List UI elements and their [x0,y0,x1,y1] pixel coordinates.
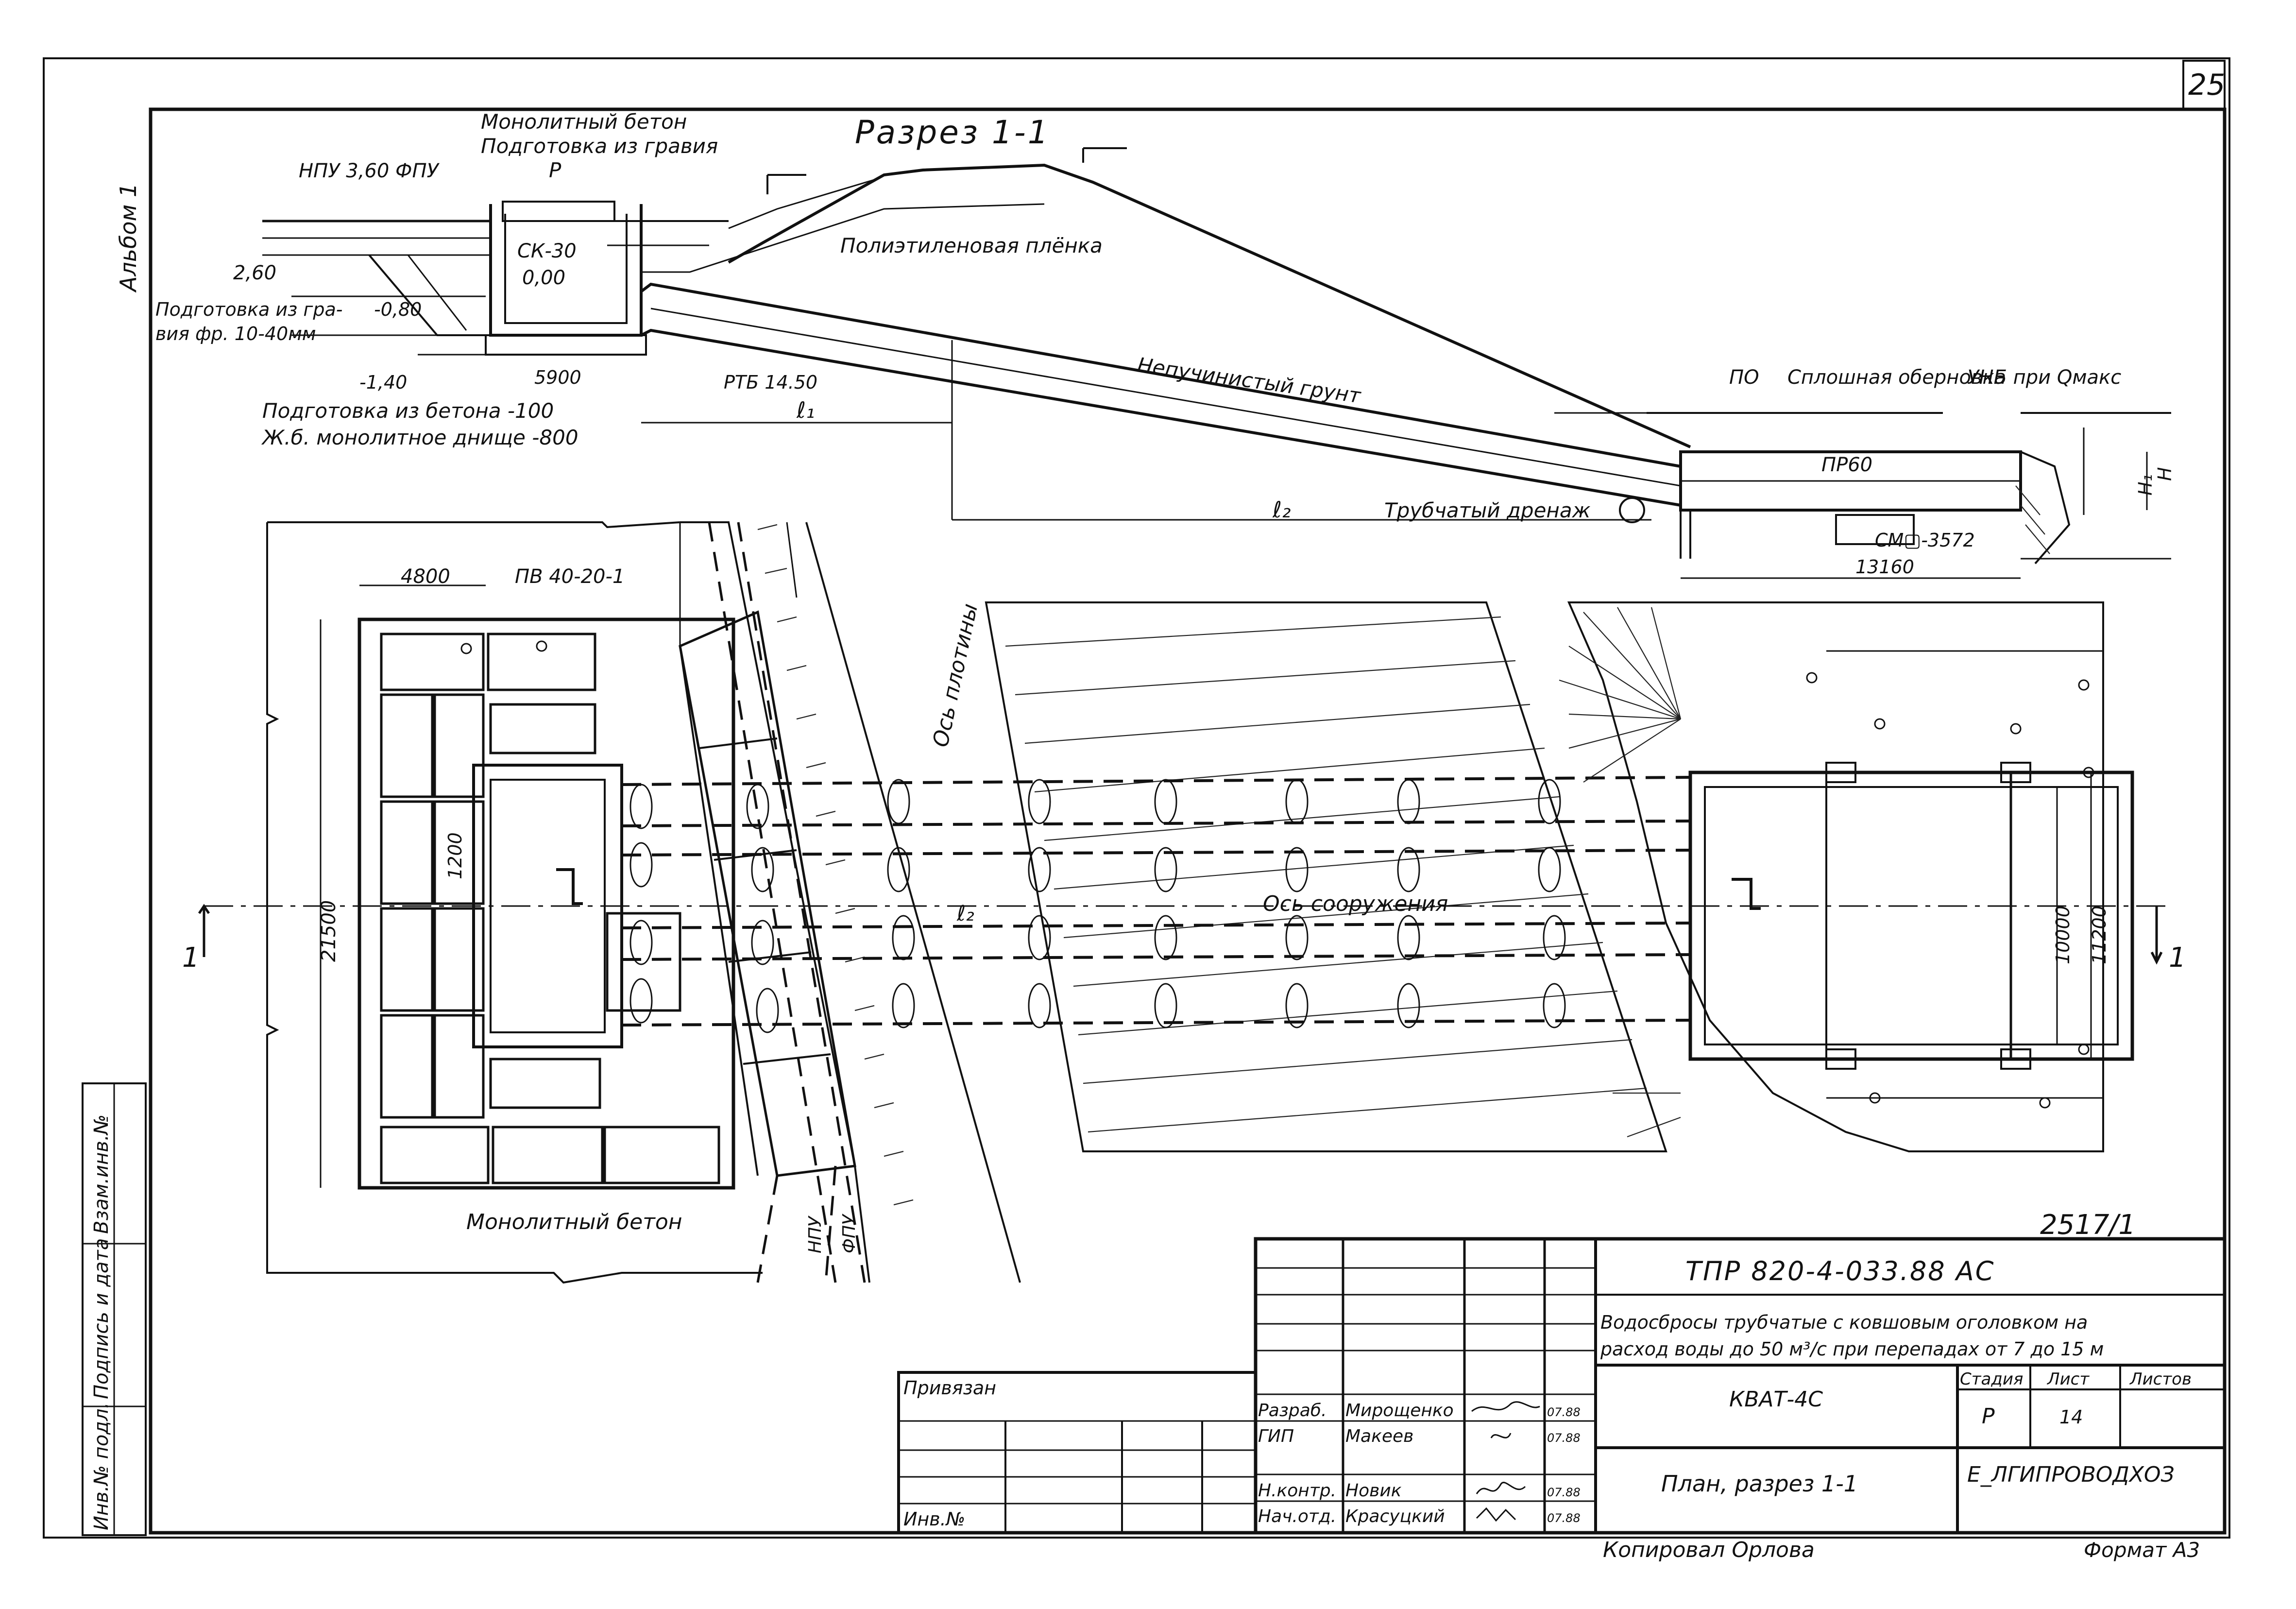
tb-format: Формат А3 [2084,1538,2200,1562]
plan-dim-1200: 1200 [444,832,466,879]
label-l1: ℓ₁ [796,397,815,423]
label-po: ПО [1729,366,1759,389]
label-sm: СМ▢-3572 [1875,530,1975,551]
label-gravel-prep: Подготовка из гравия [481,134,718,158]
plan-pv: ПВ 40-20-1 [515,565,625,588]
tb-role-2: Н.контр. [1258,1481,1336,1501]
label-npu-fpu: НПУ 3,60 ФПУ [299,160,440,182]
plan-dim-10000: 10000 [2052,906,2074,964]
label-h1: Н₁ [2135,474,2156,496]
label-rc-bottom: Ж.б. монолитное днище -800 [261,426,578,449]
tb-date-0: 07.88 [1547,1405,1581,1419]
code-stamp: 2517/1 [2040,1209,2136,1241]
tb-date-2: 07.88 [1547,1486,1581,1499]
side-stamp [82,1082,147,1536]
label-elev-260: 2,60 [233,262,276,284]
tb-org: Е_ЛГИПРОВОДХОЗ [1967,1462,2175,1487]
tb-description-2: расход воды до 50 м³/с при перепадах от … [1600,1338,2104,1360]
stamp-inv-podl: Инв.№ подл. [90,1403,113,1530]
tb-name-0: Мирощенко [1345,1401,1454,1421]
label-sk30: СК-30 [517,240,577,262]
label-elev-m140: -1,40 [359,372,407,393]
sheet-number: 25 [2188,68,2225,102]
title-block [897,1237,2227,1535]
label-l2: ℓ₂ [1272,496,1291,523]
tb-role-1: ГИП [1258,1426,1294,1446]
label-monolith-concrete: Монолитный бетон [481,110,687,134]
label-film: Полиэтиленовая плёнка [840,234,1103,257]
label-wrap: Сплошная обернoвка [1787,366,2006,389]
label-unb: УНБ при Qмакс [1967,366,2121,389]
tb-name-3: Красуцкий [1345,1506,1445,1526]
plan-pipes [621,776,1691,1027]
tb-role-0: Разраб. [1258,1401,1327,1421]
tb-project: КВАТ-4С [1729,1387,1823,1412]
tb-description-1: Водосбросы трубчатые с ковшовым оголовко… [1600,1312,2088,1333]
label-p: Р [549,158,561,182]
plan-l2: ℓ₂ [956,901,974,926]
label-elev-000: 0,00 [522,267,565,289]
plan-section-mark-right: 1 [2169,942,2186,974]
label-dim-13160: 13160 [1855,556,1914,578]
label-h: Н [2154,467,2176,481]
tb-list-header: Лист [2046,1369,2090,1389]
tb-date-1: 07.88 [1547,1431,1581,1445]
plan-npu: НПУ [805,1215,825,1253]
tb-sheet-name: План, разрез 1-1 [1661,1471,1858,1497]
signatures [1471,1401,1540,1522]
plan-dim-21500: 21500 [318,900,340,962]
pipe-joints [629,779,1566,1033]
tb-lists-header: Листов [2129,1369,2192,1389]
plan-fpu: ФПУ [839,1214,859,1253]
section-title: Разрез 1-1 [855,114,1050,151]
plan-structure-axis: Ось сооружения [1263,891,1448,916]
plan-dim-11200: 11200 [2089,906,2110,964]
concrete-panels [380,633,720,1184]
tb-stage: Р [1982,1404,1995,1429]
album-label: Альбом 1 [115,183,141,293]
tb-copied: Копировал Орлова [1603,1538,1815,1562]
label-drain: Трубчатый дренаж [1384,498,1591,522]
label-gravel-prep-2b: вия фр. 10-40мм [155,323,316,344]
label-concrete-prep: Подготовка из бетона -100 [262,399,554,423]
stamp-sign-date: Подпись и дата [90,1238,113,1399]
tb-name-2: Новик [1345,1481,1402,1501]
plan-drawing [198,521,2171,1284]
tb-list: 14 [2059,1406,2083,1428]
tb-inv-no: Инв.№ [903,1508,965,1530]
tb-code: ТПР 820-4-033.88 АС [1685,1256,1995,1286]
label-gravel-prep-2a: Подготовка из гра- [155,299,342,320]
section-drawing [262,147,2171,579]
label-elev-m080: -0,80 [374,299,422,320]
label-pipe-rtb: РТБ 14.50 [724,372,817,393]
label-dim-5900: 5900 [534,367,581,388]
plan-dim-4800: 4800 [401,565,450,588]
tb-privyazan: Привязан [903,1377,996,1399]
stamp-vzam: Взам.инв.№ [90,1114,113,1234]
tb-role-3: Нач.отд. [1258,1506,1336,1526]
tb-stage-header: Стадия [1960,1369,2023,1389]
tb-name-1: Макеев [1345,1426,1413,1446]
plan-section-mark-left: 1 [182,942,200,974]
label-pr60: ПР60 [1821,454,1872,476]
tb-date-3: 07.88 [1547,1511,1581,1525]
plan-monolith-concrete: Монолитный бетон [466,1210,682,1234]
